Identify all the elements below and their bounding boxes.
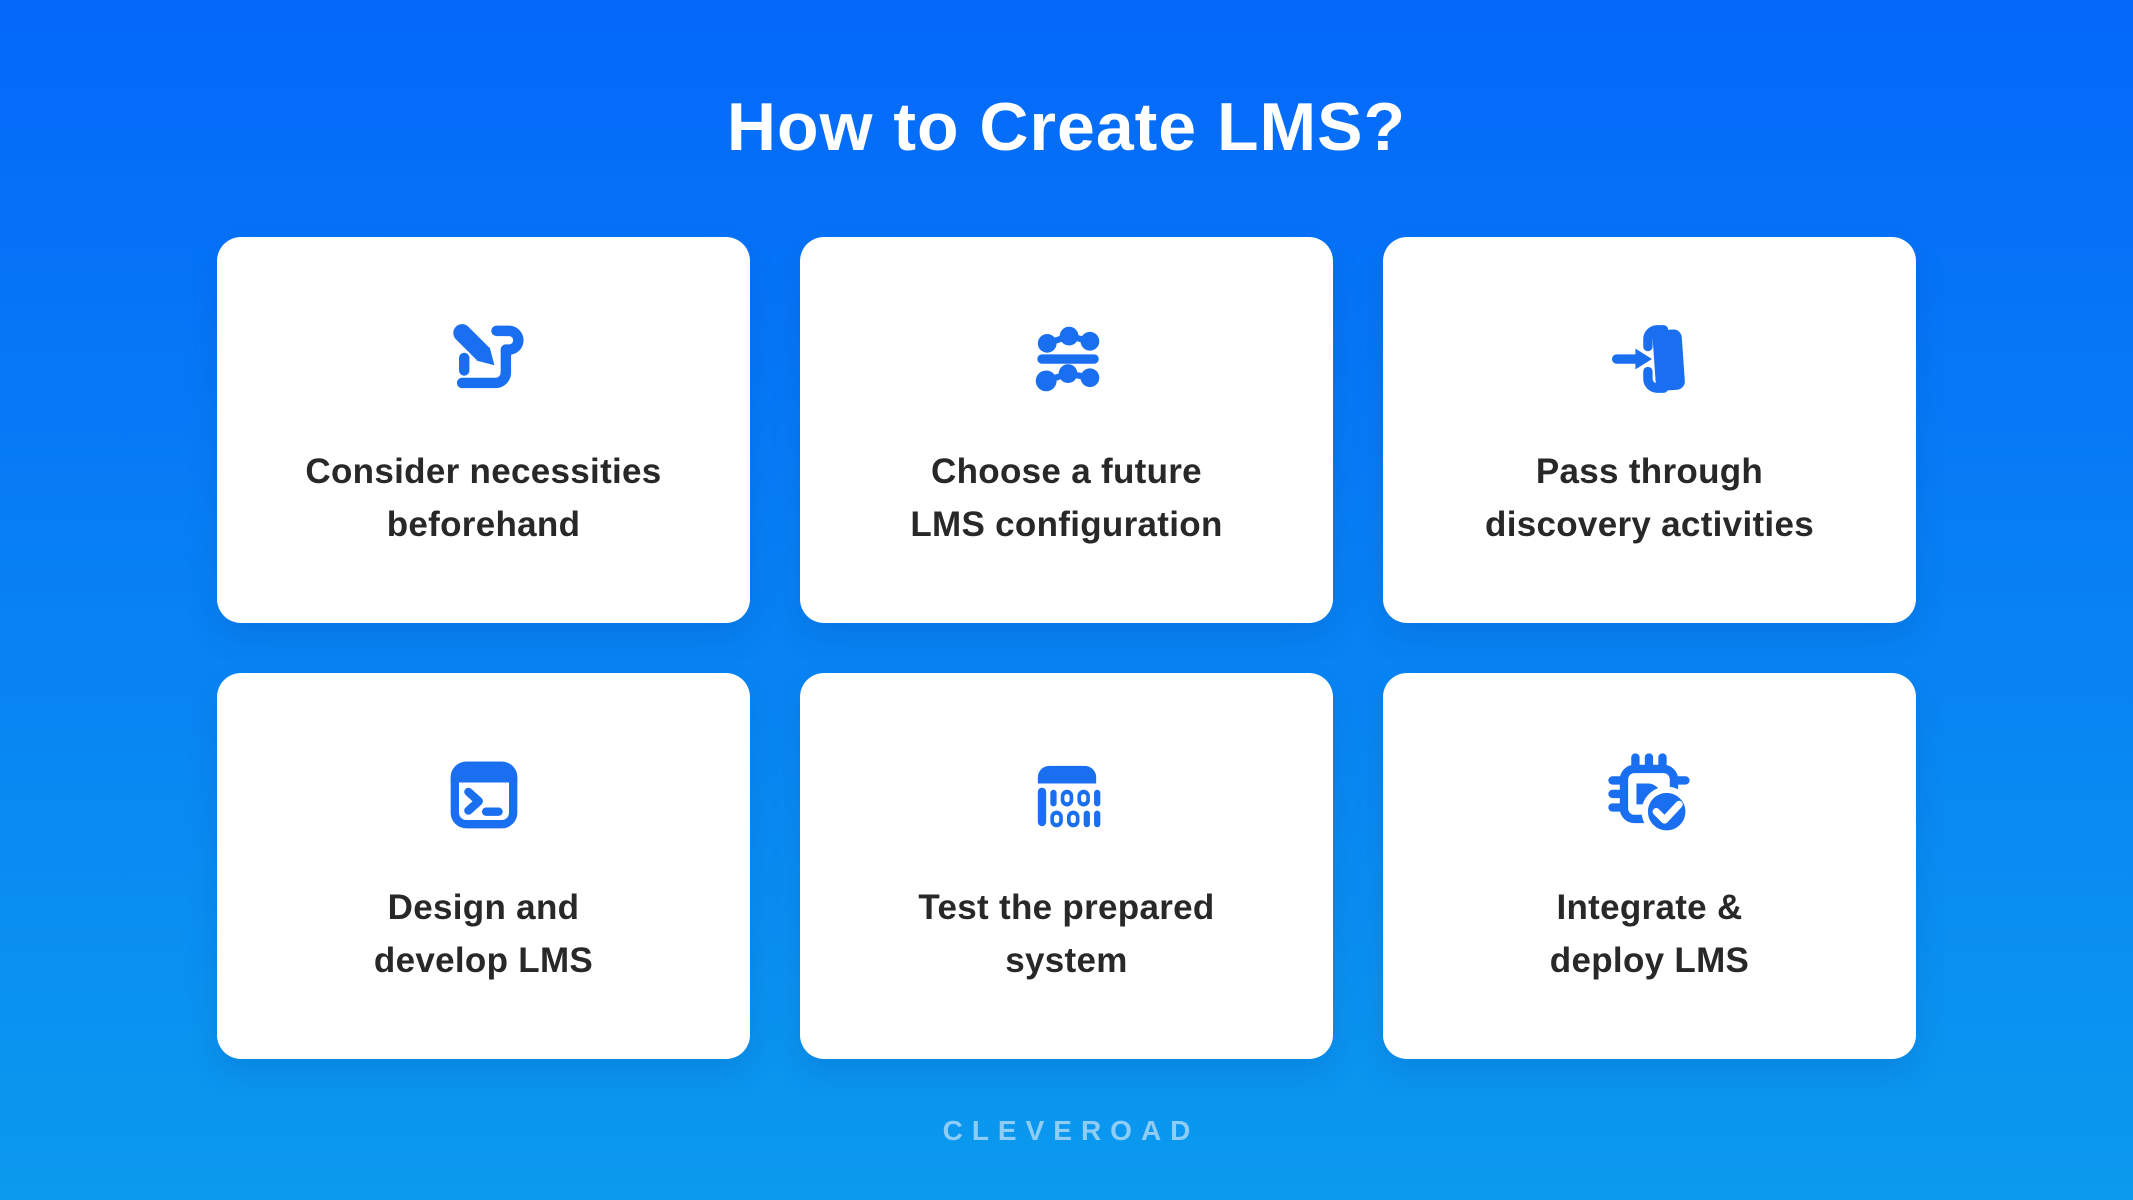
brand-logo-text: CLEVEROAD — [942, 1115, 1200, 1146]
card-title-line: Design and — [387, 888, 580, 927]
card-title: Design and develop LMS — [374, 881, 593, 987]
chip-check-icon — [1600, 745, 1700, 845]
card-title: Integrate & deploy LMS — [1550, 881, 1749, 987]
steps-grid: Consider necessities beforehand — [217, 237, 1916, 1059]
card-title: Consider necessities beforehand — [305, 445, 661, 551]
card-title-line: deploy LMS — [1549, 941, 1750, 980]
step-card-design-develop: Design and develop LMS — [217, 673, 750, 1059]
card-title-line: Choose a future — [931, 452, 1202, 491]
card-title-line: Integrate & — [1556, 888, 1743, 927]
step-card-choose-configuration: Choose a future LMS configuration — [800, 237, 1333, 623]
binary-code-icon — [1017, 745, 1117, 845]
card-title: Choose a future LMS configuration — [910, 445, 1222, 551]
step-card-discovery-activities: Pass through discovery activities — [1383, 237, 1916, 623]
page-title: How to Create LMS? — [726, 89, 1407, 165]
card-title-line: LMS configuration — [910, 505, 1223, 544]
door-enter-icon — [1600, 309, 1700, 409]
card-title-line: Test the prepared — [918, 888, 1215, 927]
card-title-line: beforehand — [386, 505, 581, 544]
step-card-integrate-deploy: Integrate & deploy LMS — [1383, 673, 1916, 1059]
card-title: Test the prepared system — [918, 881, 1214, 987]
step-card-consider-necessities: Consider necessities beforehand — [217, 237, 750, 623]
card-title-line: develop LMS — [373, 941, 594, 980]
config-abacus-icon — [1017, 309, 1117, 409]
scroll-pen-icon — [434, 309, 534, 409]
card-title: Pass through discovery activities — [1485, 445, 1814, 551]
card-title-line: Pass through — [1535, 452, 1764, 491]
terminal-icon — [434, 745, 534, 845]
card-title-line: system — [1005, 941, 1128, 980]
card-title-line: Consider necessities — [305, 452, 662, 491]
card-title-line: discovery activities — [1485, 505, 1814, 544]
step-card-test-system: Test the prepared system — [800, 673, 1333, 1059]
